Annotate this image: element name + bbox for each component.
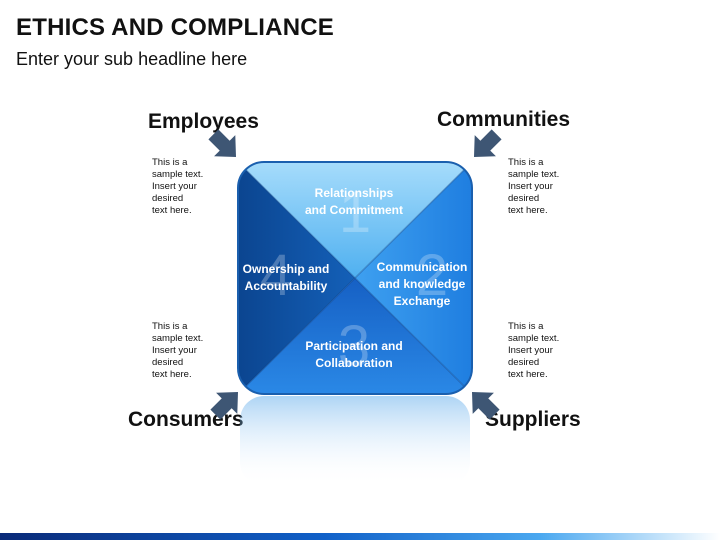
quadrant-right-line2: and knowledge [379,277,466,291]
arrow-communities-icon [474,129,502,157]
quadrant-group [238,162,472,394]
side-text-bottom-right: This is a sample text. Insert your desir… [508,321,560,380]
label-communities: Communities [437,108,571,131]
label-suppliers: Suppliers [485,408,581,431]
quadrant-top-line1: Relationships [315,186,394,200]
quadrant-left-line2: Accountability [245,279,328,293]
side-text-top-right: This is a sample text. Insert your desir… [508,157,560,216]
quadrant-bottom-line1: Participation and [305,339,402,353]
quadrant-bottom [238,278,472,394]
quadrant-right-number: 2 [416,243,448,308]
label-employees: Employees [148,110,259,133]
arrow-group [208,129,502,420]
arrow-suppliers-icon [472,392,500,420]
quadrant-left-line1: Ownership and [243,262,330,276]
quadrant-right-line1: Communication [377,260,468,274]
arrow-employees-icon [208,129,236,157]
box-outline [237,161,473,395]
page-subtitle: Enter your sub headline here [16,49,248,69]
arrow-consumers-icon [210,392,238,420]
side-text-top-left: This is a sample text. Insert your desir… [152,157,204,216]
footer-bar [0,533,720,540]
quadrant-left [238,162,355,394]
quadrant-bottom-number: 3 [338,314,370,379]
page-title: ETHICS AND COMPLIANCE [16,14,334,41]
quadrant-bottom-line2: Collaboration [315,356,392,370]
side-text-bottom-left: This is a sample text. Insert your desir… [152,321,204,380]
quadrant-top-line2: and Commitment [305,203,403,217]
quadrant-top-number: 1 [339,180,371,245]
quadrant-right [355,162,472,394]
box-reflection [240,396,470,486]
quadrant-left-number: 4 [260,243,292,308]
quadrant-top [238,162,472,278]
quadrant-right-line3: Exchange [394,294,451,308]
